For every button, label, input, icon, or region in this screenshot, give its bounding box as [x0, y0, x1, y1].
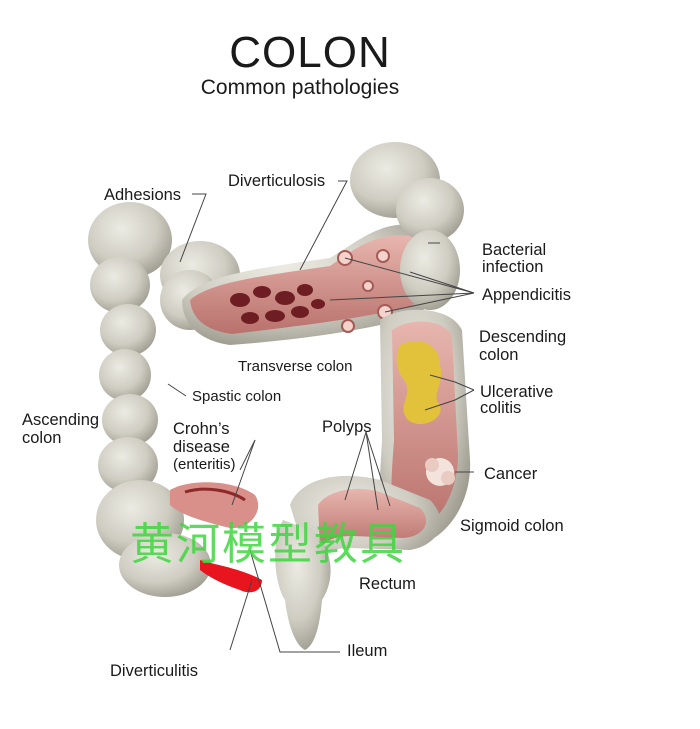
label-diverticulitis: Diverticulitis: [110, 662, 199, 680]
watermark: 黄河模型教具: [130, 519, 406, 570]
label-sigmoid-colon: Sigmoid colon: [460, 517, 564, 535]
sigmoid-rectum-shape: [275, 475, 441, 650]
ascending-colon-shape: [88, 202, 211, 597]
label-ileum: Ileum: [347, 642, 388, 660]
label-transverse-colon: Transverse colon: [238, 358, 353, 375]
label-ascending-colon-line2: colon: [22, 429, 62, 447]
descending-colon-shape: [379, 230, 471, 545]
label-crohns-line1: Crohn’s: [173, 420, 230, 438]
label-descending-colon-line1: Descending: [479, 328, 567, 346]
label-bacterial-infection-line1: Bacterial: [482, 241, 547, 259]
label-ulcerative-colitis-line1: Ulcerative: [480, 383, 554, 401]
label-adhesions: Adhesions: [104, 186, 182, 204]
label-spastic-colon: Spastic colon: [192, 388, 282, 405]
label-cancer: Cancer: [484, 465, 538, 483]
label-ulcerative-colitis-line2: colitis: [480, 399, 522, 417]
label-crohns-line2: disease: [173, 438, 230, 456]
transverse-colon-shape: [160, 142, 464, 345]
label-polyps: Polyps: [322, 418, 372, 436]
diagram-subtitle: Common pathologies: [200, 76, 400, 99]
label-bacterial-infection-line2: infection: [482, 258, 544, 276]
label-appendicitis: Appendicitis: [482, 286, 571, 304]
diagram-title: COLON: [229, 28, 391, 77]
label-diverticulosis: Diverticulosis: [228, 172, 326, 190]
label-rectum: Rectum: [359, 575, 416, 593]
leader-lines: [167, 180, 475, 653]
label-ascending-colon-line1: Ascending: [22, 411, 100, 429]
label-crohns-line3: (enteritis): [173, 456, 236, 473]
label-descending-colon-line2: colon: [479, 346, 519, 364]
